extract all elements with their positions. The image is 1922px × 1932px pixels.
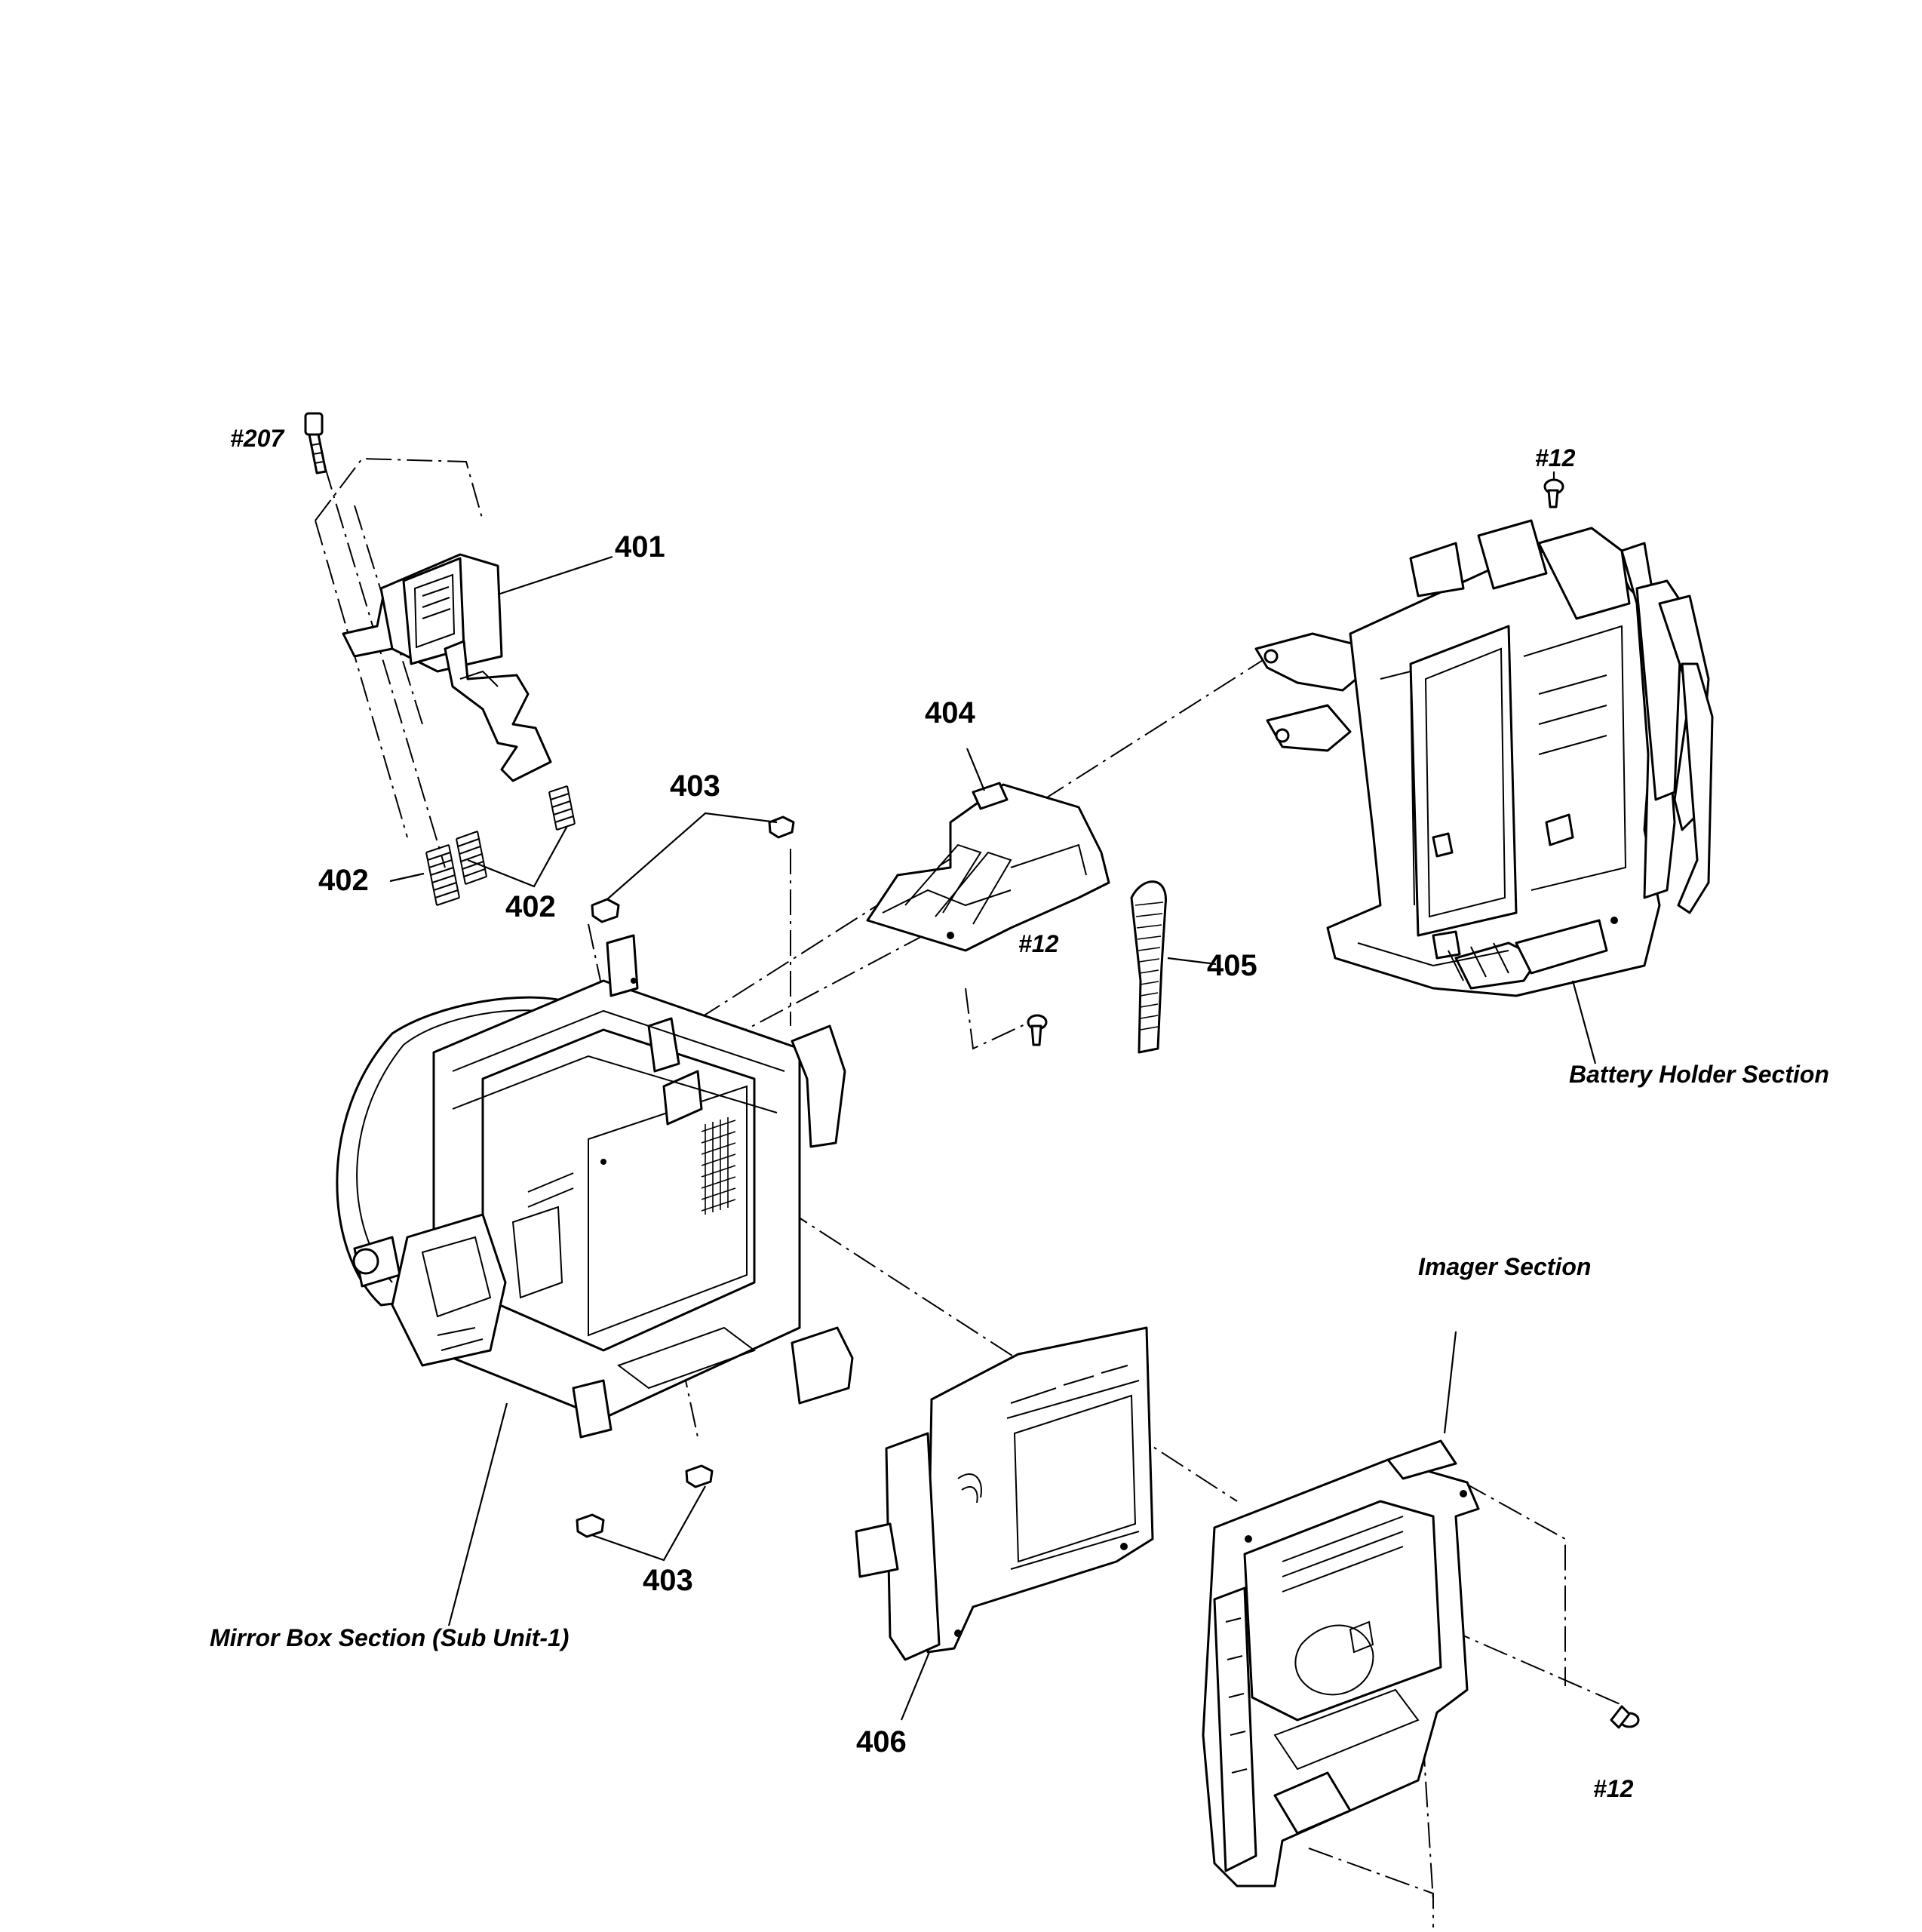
- part-labels: #207 401 402 402 403 403 404 405 406 #12…: [230, 425, 1634, 1802]
- screw-207: [304, 412, 327, 475]
- label-imager-section: Imager Section: [1418, 1253, 1591, 1280]
- part-404-bracket: [866, 782, 1110, 952]
- part-401-assembly: [342, 553, 552, 782]
- part-406-plate: [855, 1326, 1154, 1661]
- spring-402-c: [548, 785, 576, 831]
- spring-402-a: [425, 844, 460, 906]
- screw-12-bottom: [1610, 1705, 1640, 1729]
- label-mirror-box-section: Mirror Box Section (Sub Unit-1): [210, 1624, 569, 1651]
- screw-12-top: [1543, 478, 1564, 508]
- label-battery-holder-section: Battery Holder Section: [1569, 1061, 1829, 1088]
- label-part-405: 405: [1207, 949, 1257, 982]
- leader-lines: [389, 471, 1597, 1721]
- label-part-402-right: 402: [505, 890, 556, 923]
- label-part-403-bottom: 403: [643, 1564, 693, 1597]
- flex-405-hatching: [1134, 901, 1164, 1031]
- label-part-406: 406: [856, 1725, 907, 1758]
- cushions-403: [576, 815, 795, 1538]
- spring-402-b: [456, 831, 487, 885]
- label-part-402-left: 402: [318, 864, 369, 897]
- label-screw-12-bottom: #12: [1593, 1775, 1634, 1802]
- label-part-401: 401: [615, 530, 665, 564]
- label-part-404: 404: [925, 696, 975, 729]
- label-screw-12-top: #12: [1535, 444, 1576, 471]
- label-screw-207: #207: [230, 425, 285, 452]
- screw-12-mid: [1027, 1014, 1048, 1046]
- section-labels: Battery Holder Section Imager Section Mi…: [210, 1061, 1829, 1651]
- mirror-box-section: [336, 934, 854, 1439]
- battery-holder-section: [1254, 519, 1714, 997]
- mirror-box-hatching: [701, 1117, 736, 1215]
- part-405-flex: [1130, 880, 1167, 1054]
- springs-402: [425, 785, 576, 906]
- label-screw-12-mid: #12: [1018, 930, 1059, 957]
- imager-section: [1202, 1439, 1480, 1887]
- label-part-403-top: 403: [670, 769, 720, 803]
